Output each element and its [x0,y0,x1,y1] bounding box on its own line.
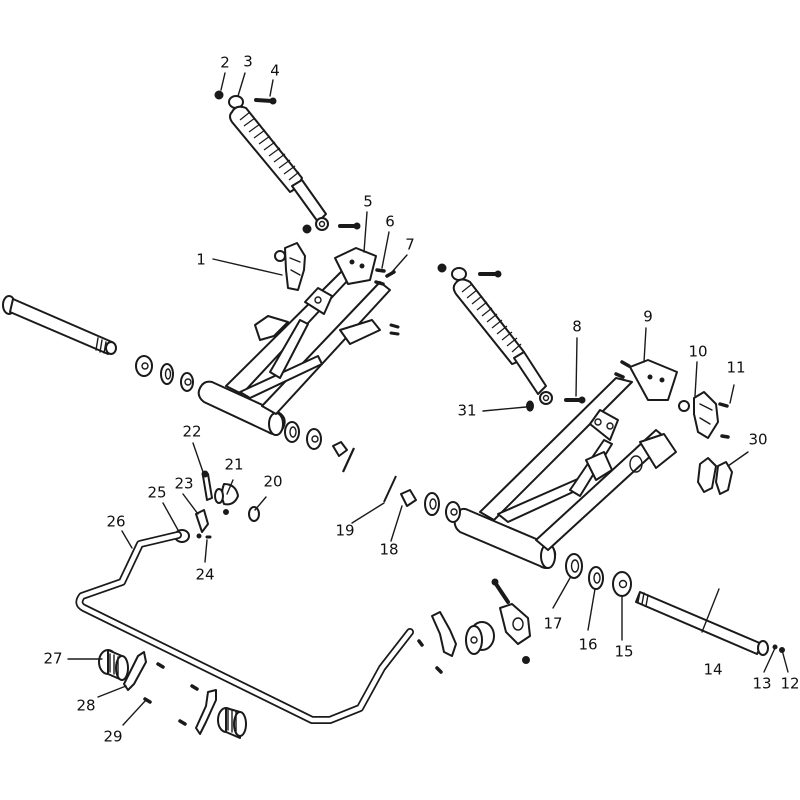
stabilizer-bar-part-26 [75,531,414,724]
left-pivot-right-washers [284,421,355,473]
callout-4: 4 [270,62,280,80]
clamp-part-21 [214,483,239,515]
left-pivot-shaft [2,295,117,355]
bolt-clamp-28-top [156,662,165,669]
callout-7: 7 [405,236,415,254]
bolt-part-7 [385,270,396,278]
callout-13: 13 [752,675,771,693]
bushing-part-17 [565,553,583,579]
right-shock-absorber [437,263,553,405]
callout-30: 30 [748,431,767,449]
right-swing-arm [453,359,678,569]
clip-part-23 [195,509,209,539]
callout-25: 25 [147,484,166,502]
bushing-part-27 [98,649,129,681]
callout-11: 11 [726,359,745,377]
shaft-part-14 [635,591,769,656]
bolt-part-8 [564,396,586,404]
callout-17: 17 [543,615,562,633]
lower-clamp [195,689,217,735]
callout-labels: 1 2 3 4 5 6 7 8 9 10 11 12 13 14 15 16 1… [43,53,799,746]
callout-22: 22 [182,423,201,441]
bolt-lower-clamp-bottom [178,719,187,726]
callout-18: 18 [379,541,398,559]
leader-lines [67,72,789,726]
callout-14: 14 [703,661,722,679]
callout-21: 21 [224,456,243,474]
callout-27: 27 [43,650,62,668]
callout-15: 15 [614,643,633,661]
clamp-part-28 [123,651,147,691]
nut-part-2 [214,90,224,100]
callout-24: 24 [195,566,214,584]
bracket-part-1 [274,242,306,291]
callout-28: 28 [76,697,95,715]
callout-31: 31 [457,402,476,420]
bolts-part-6 [374,268,386,286]
nut-lower-left-shock [302,224,312,234]
washer-part-16 [588,566,604,590]
bolt-lower-left-shock [338,222,361,230]
bolt-part-22 [201,470,213,501]
callout-29: 29 [103,728,122,746]
callout-1: 1 [196,251,206,269]
bracket-part-10 [678,391,719,439]
callout-9: 9 [643,308,653,326]
callout-12: 12 [780,675,799,693]
callout-19: 19 [335,522,354,540]
bolt-part-4 [254,97,277,105]
bolt-lower-bracket-10 [720,434,730,439]
callout-8: 8 [572,318,582,336]
callout-23: 23 [174,475,193,493]
right-pivot-left-washers [383,475,461,523]
bolt-part-11 [718,402,729,408]
washer-part-15 [612,571,632,597]
bolt-lower-clamp-top [190,684,199,691]
callout-5: 5 [363,193,373,211]
nut-part-20 [248,506,260,522]
callout-16: 16 [578,636,597,654]
callout-6: 6 [385,213,395,231]
left-shock-absorber [214,90,361,234]
callout-2: 2 [220,54,230,72]
callout-10: 10 [688,343,707,361]
callout-20: 20 [263,473,282,491]
bar-end-link-parts [417,578,531,674]
callout-3: 3 [243,53,253,71]
nut-part-31 [526,400,534,412]
callout-26: 26 [106,513,125,531]
shock-body [229,105,329,231]
bolts-right-plate [614,360,631,379]
lower-bushing [217,707,247,739]
left-pivot-washers [135,355,194,392]
bolts-lower-left-bracket [389,323,400,336]
left-swing-arm [197,247,391,436]
pads-part-30 [697,457,733,495]
